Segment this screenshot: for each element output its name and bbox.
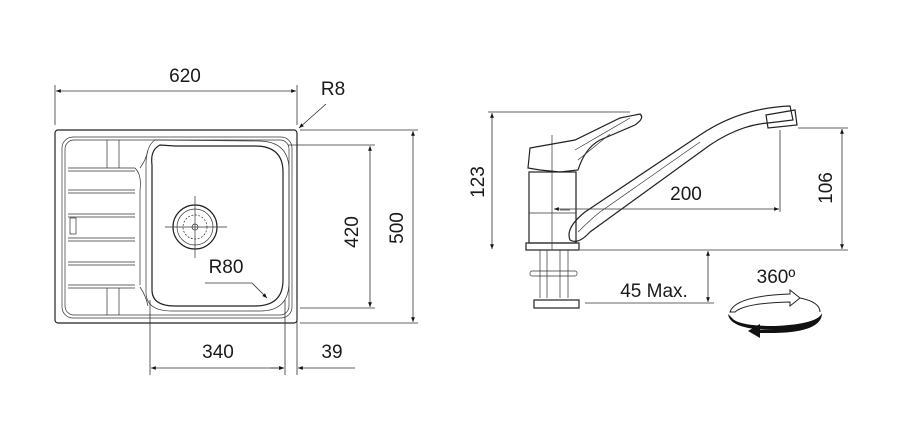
rotation-label: 360º (757, 267, 796, 288)
spout-height-label: 106 (816, 172, 837, 204)
sink-top-view: 620 R8 420 500 340 39 R80 (54, 66, 418, 375)
bowl-height-label: 420 (342, 216, 363, 248)
drain-strainer (165, 196, 227, 258)
rim-offset-label: 39 (321, 342, 342, 363)
sink-width-label: 620 (169, 66, 201, 87)
corner-radius-label: R8 (321, 79, 345, 100)
faucet-height-label: 123 (468, 166, 489, 198)
reach-label: 200 (670, 184, 702, 205)
max-thickness-label: 45 Max. (620, 281, 688, 302)
bowl-width-label: 340 (202, 342, 234, 363)
drainer-grooves (68, 140, 141, 315)
sink-depth-label: 500 (387, 212, 408, 244)
faucet-side-view: 123 200 106 45 Max. 360º (468, 105, 848, 338)
bowl-radius-label: R80 (209, 257, 244, 278)
rotation-arrow-icon (728, 288, 822, 338)
